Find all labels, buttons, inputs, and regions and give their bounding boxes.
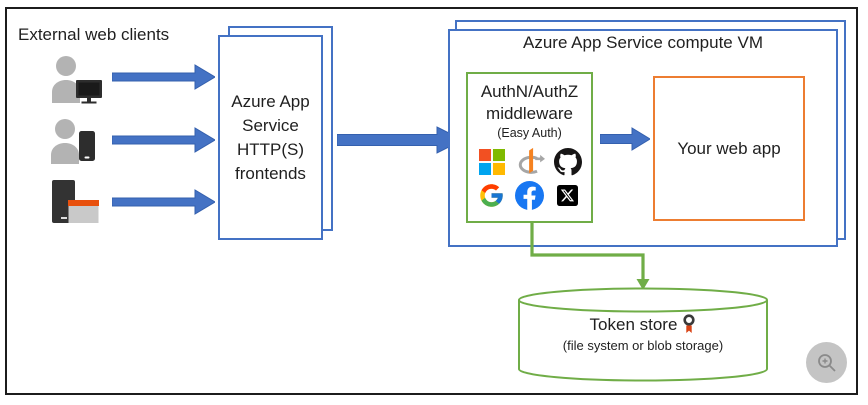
client-arrow-2 (112, 127, 215, 153)
token-store-text: Token store (file system or blob storage… (517, 314, 769, 353)
x-twitter-icon (553, 180, 583, 211)
github-icon (553, 146, 583, 177)
frontends-line: Service (242, 115, 299, 135)
middleware-title-line2: middleware (486, 104, 573, 123)
compute-vm-title: Azure App Service compute VM (522, 33, 763, 52)
token-store-title: Token store (589, 314, 678, 334)
zoom-in-button[interactable] (806, 342, 847, 383)
middleware-to-tokenstore-connector (518, 220, 668, 295)
token-store-subtitle: (file system or blob storage) (562, 338, 724, 353)
key-icon (682, 314, 696, 335)
frontends-box: Azure App Service HTTP(S) frontends (218, 35, 323, 240)
middleware-box: AuthN/AuthZ middleware (Easy Auth) (466, 72, 593, 223)
middleware-to-webapp-arrow (600, 127, 650, 151)
client-arrow-1 (112, 64, 215, 90)
microsoft-icon (477, 146, 507, 177)
magnifier-plus-icon (815, 351, 839, 375)
frontends-line: frontends (235, 163, 306, 183)
google-icon (477, 180, 507, 211)
middleware-title-line1: AuthN/AuthZ (480, 82, 579, 101)
mobile-user-icon (48, 118, 98, 164)
server-device-icon (50, 179, 100, 225)
web-app-label: Your web app (677, 138, 781, 158)
client-arrow-3 (112, 189, 215, 215)
identity-provider-icons (477, 146, 583, 211)
facebook-icon (515, 180, 545, 211)
frontends-line: HTTP(S) (236, 139, 305, 159)
web-app-box: Your web app (653, 76, 805, 221)
desktop-user-icon (48, 54, 104, 104)
openid-connect-icon (515, 146, 545, 177)
middleware-subtitle: (Easy Auth) (497, 126, 562, 140)
frontends-to-vm-arrow (337, 126, 463, 154)
token-store-cylinder (517, 287, 769, 391)
external-clients-label: External web clients (18, 25, 170, 44)
frontends-line: Azure App (231, 91, 310, 111)
